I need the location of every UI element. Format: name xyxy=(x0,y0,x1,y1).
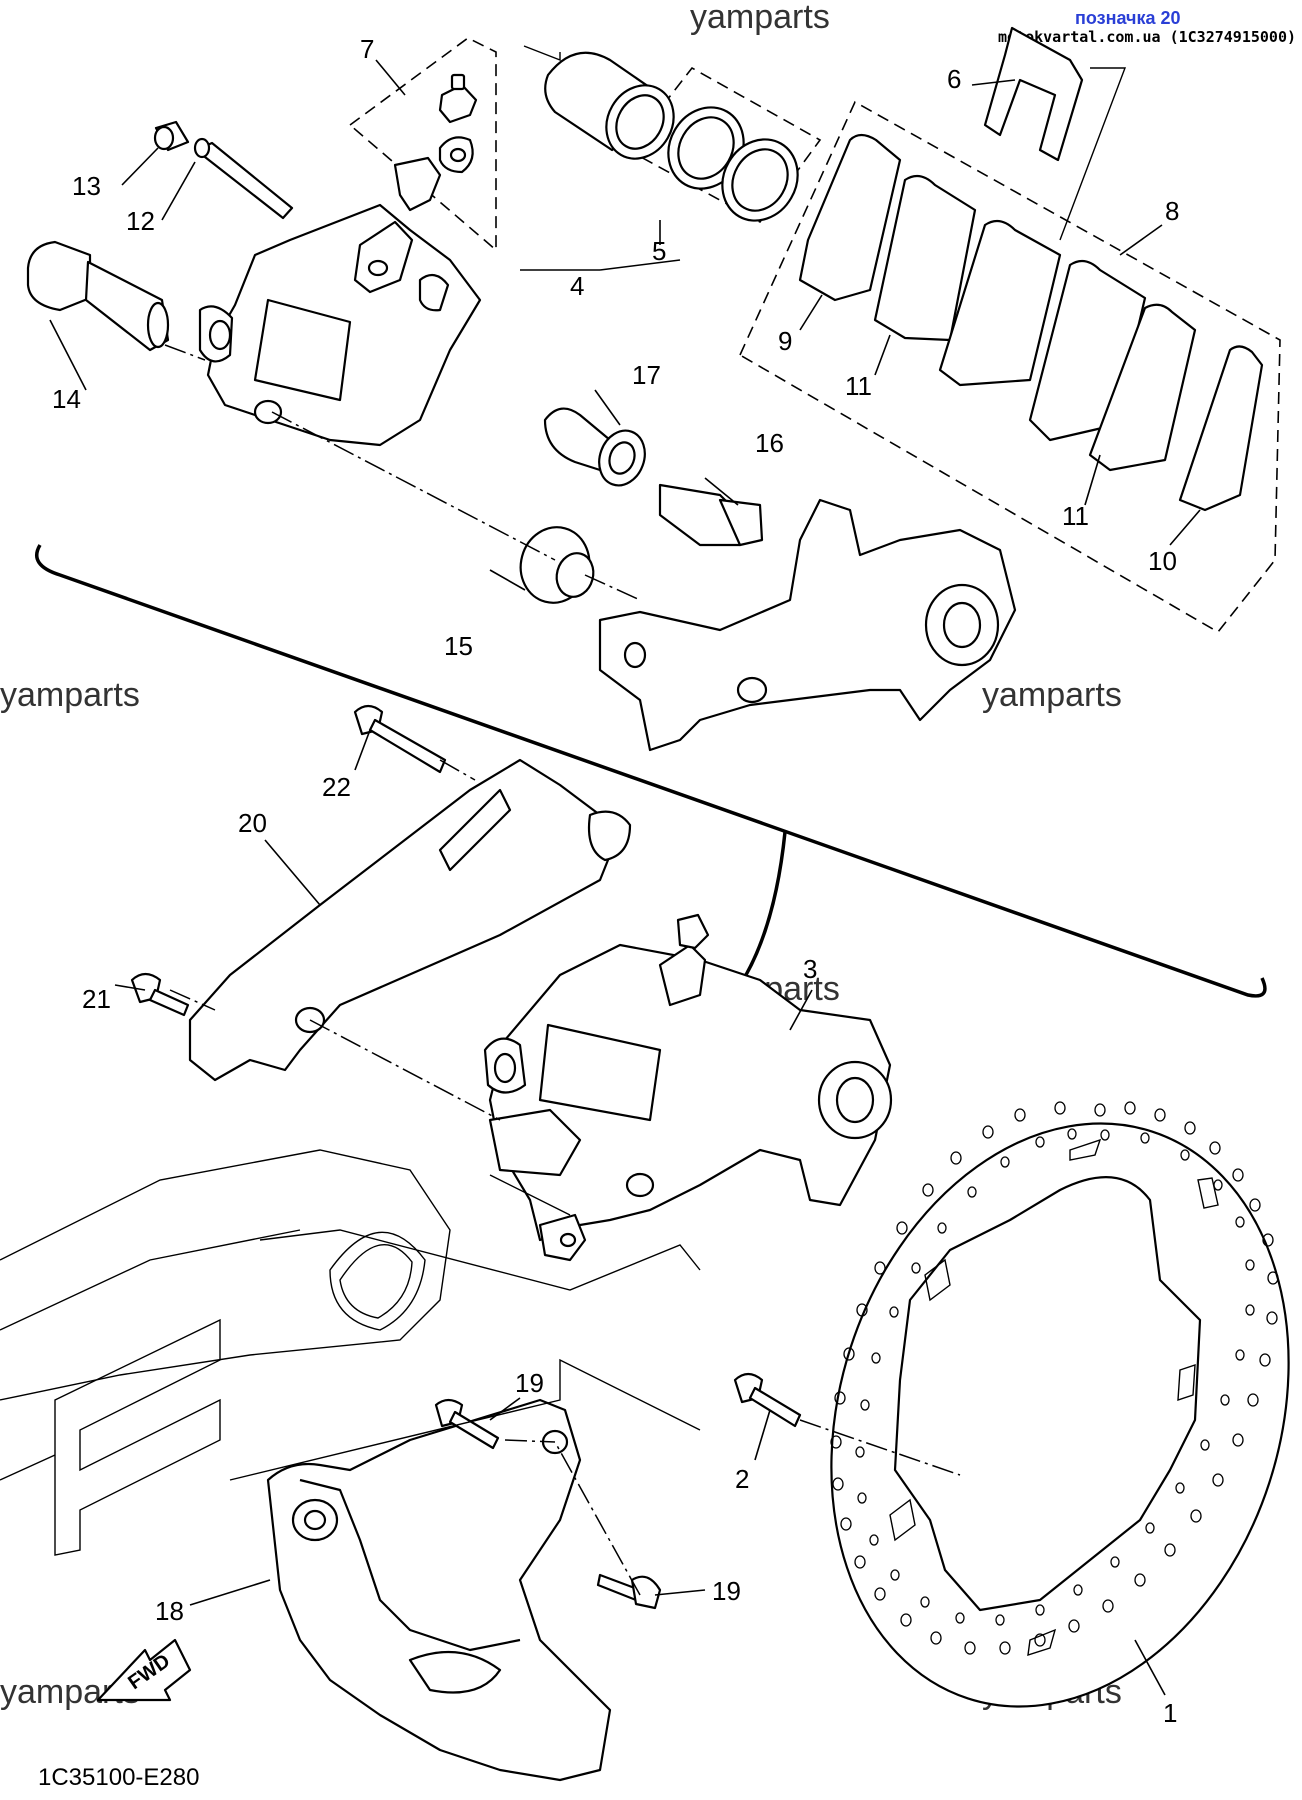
callout-15: 15 xyxy=(444,631,473,661)
callout-10: 10 xyxy=(1148,546,1177,576)
callout-22: 22 xyxy=(322,772,351,802)
fwd-arrow: FWD xyxy=(96,1638,192,1702)
callout-8: 8 xyxy=(1165,196,1179,226)
disc-guard xyxy=(266,1398,612,1782)
callout-20: 20 xyxy=(238,808,267,838)
watermark-left-mid: yamparts xyxy=(0,676,140,714)
watermark-top: yamparts xyxy=(690,0,830,36)
callout-7: 7 xyxy=(360,34,374,64)
bleeder-valve xyxy=(393,73,478,212)
group-8-box xyxy=(738,100,1281,634)
guard-bolt-lower xyxy=(596,1573,662,1610)
group-5-box xyxy=(626,66,822,224)
callout-3: 3 xyxy=(803,954,817,984)
callout-13: 13 xyxy=(72,171,101,201)
caliper-boot xyxy=(543,407,646,487)
callout-6: 6 xyxy=(947,64,961,94)
brake-disc xyxy=(830,1101,1290,1708)
callout-17: 17 xyxy=(632,360,661,390)
assembly-lines xyxy=(164,344,961,1596)
caliper-sleeve-bolt xyxy=(658,483,764,547)
callout-5: 5 xyxy=(652,236,666,266)
pin-plug xyxy=(153,120,190,152)
piston-seal xyxy=(667,106,799,222)
slide-pin-bolt xyxy=(26,240,170,352)
watermark-right-mid: yamparts xyxy=(982,676,1122,714)
assembly-bracket-stem xyxy=(738,831,787,986)
assembly-bracket xyxy=(35,544,1267,998)
callout-18: 18 xyxy=(155,1596,184,1626)
group-4-line xyxy=(523,45,561,62)
callout-21: 21 xyxy=(82,984,111,1014)
pad-shim xyxy=(798,133,1264,512)
disc-bolt xyxy=(733,1372,802,1428)
callout-16: 16 xyxy=(755,428,784,458)
callout-11-lower: 11 xyxy=(1062,501,1089,531)
bracket-bolt-22 xyxy=(353,704,447,774)
callout-1: 1 xyxy=(1163,1698,1177,1728)
brake-pad xyxy=(873,174,1197,472)
callout-14: 14 xyxy=(52,384,81,414)
group-7-box xyxy=(348,37,497,252)
callout-2: 2 xyxy=(735,1464,749,1494)
dust-boot xyxy=(519,526,595,604)
piston xyxy=(544,51,675,160)
callout-19-upper: 19 xyxy=(515,1368,544,1398)
caliper-bracket-upper xyxy=(598,498,1017,752)
caliper-upper xyxy=(198,203,482,447)
diagram-code: 1C35100-E280 xyxy=(38,1764,199,1791)
pad-spring xyxy=(983,26,1084,162)
callout-19-lower: 19 xyxy=(712,1576,741,1606)
callout-12: 12 xyxy=(126,206,155,236)
leader-lines xyxy=(49,59,1201,1696)
group-6-line xyxy=(1059,67,1127,241)
callout-4: 4 xyxy=(570,271,584,301)
guard-bolt-upper xyxy=(434,1398,500,1450)
bracket-bolt-21 xyxy=(130,972,190,1017)
header-title: позначка 20 xyxy=(1075,8,1181,28)
callout-9: 9 xyxy=(778,326,792,356)
header-site: motokvartal.com.ua (1C3274915000) xyxy=(998,28,1296,46)
callout-11-upper: 11 xyxy=(845,371,872,401)
pad-pin xyxy=(193,137,294,220)
swingarm xyxy=(0,1149,451,1556)
caliper-assembly-lower xyxy=(483,913,893,1262)
